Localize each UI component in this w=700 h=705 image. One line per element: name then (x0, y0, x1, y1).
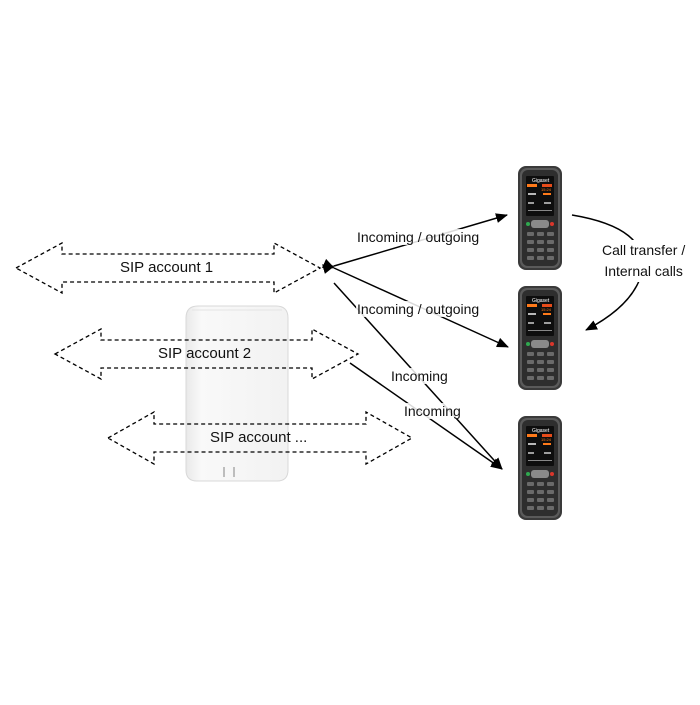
handset-1-brand: Gigaset (532, 178, 550, 184)
sip-account-arrow-2 (53, 327, 360, 381)
internal-calls-label: Call transfer / Internal calls (601, 240, 687, 282)
link-middle-label: Incoming / outgoing (356, 301, 481, 317)
sip-account-2-label: SIP account 2 (158, 345, 252, 362)
sip-account-arrow-1 (14, 241, 322, 295)
incoming-2-label: Incoming (403, 403, 462, 419)
handset-2-brand: Gigaset (532, 298, 550, 304)
handset-2-time: 15:24 (541, 307, 552, 312)
handset-3-brand: Gigaset (532, 428, 550, 434)
sip-account-1-label: SIP account 1 (120, 259, 214, 276)
base-station (185, 305, 289, 482)
link-top-label: Incoming / outgoing (356, 229, 481, 245)
connection-arrows (321, 213, 644, 470)
incoming-1-label: Incoming (390, 368, 449, 384)
sip-account-3-label: SIP account ... (210, 429, 308, 446)
handset-3-time: 15:24 (541, 437, 552, 442)
handset-1-time: 15:24 (541, 187, 552, 192)
